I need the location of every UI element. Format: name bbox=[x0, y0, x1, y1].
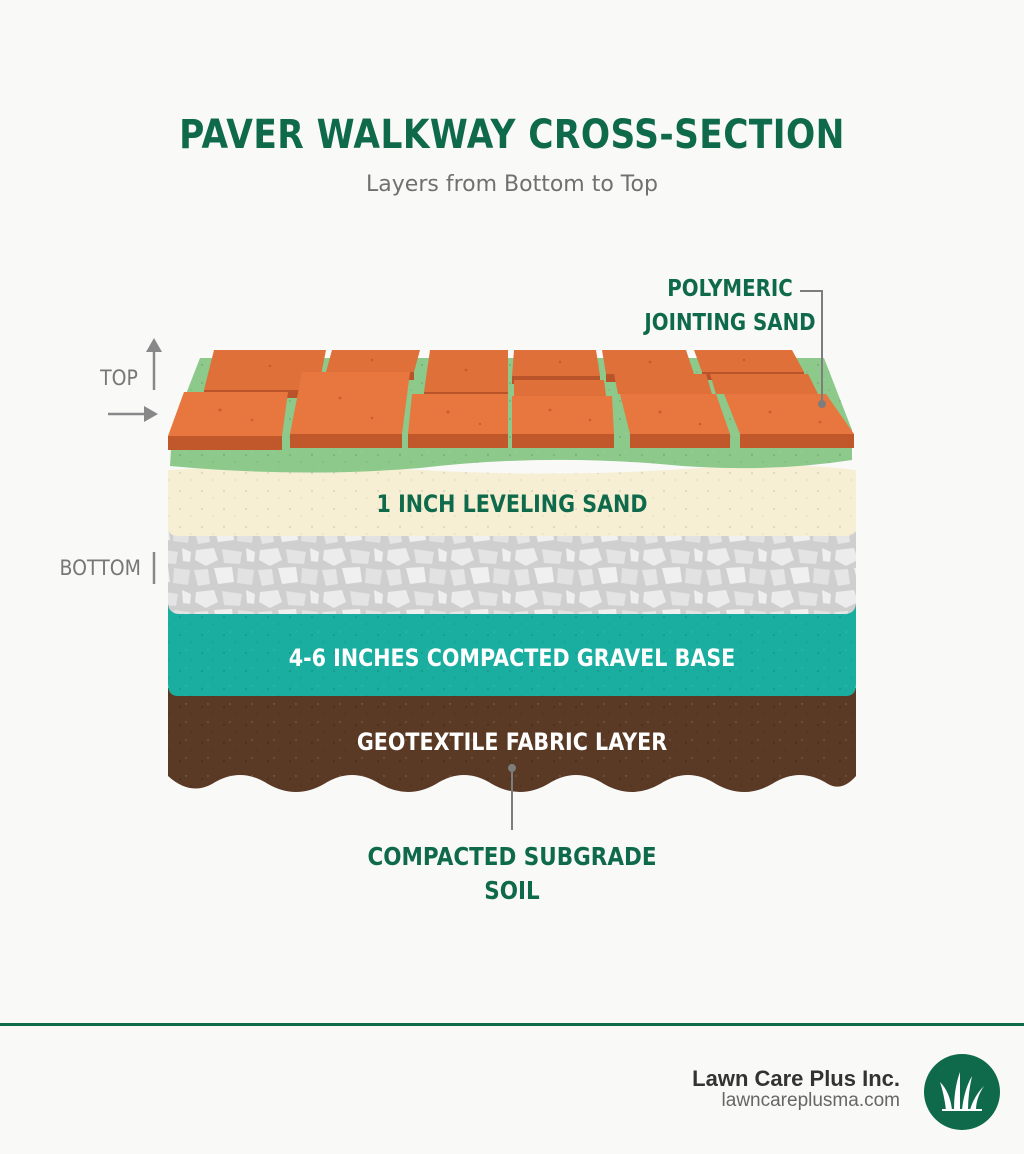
gravel-layer bbox=[168, 528, 856, 614]
company-website: lawncareplusma.com bbox=[721, 1090, 900, 1111]
leveling-sand-layer bbox=[168, 465, 856, 536]
page-title: PAVER WALKWAY CROSS-SECTION bbox=[179, 112, 845, 158]
polymeric-callout-line bbox=[800, 290, 826, 408]
fabric-layer bbox=[168, 604, 856, 696]
geotextile-fabric-label: GEOTEXTILE FABRIC LAYER bbox=[356, 728, 668, 756]
page-subtitle: Layers from Bottom to Top bbox=[366, 172, 658, 197]
paver-texture bbox=[218, 358, 822, 426]
pavers-front-row bbox=[168, 372, 854, 450]
footer-divider bbox=[0, 1023, 1024, 1026]
top-right-arrow-icon bbox=[108, 406, 158, 422]
company-name: Lawn Care Plus Inc. bbox=[692, 1066, 900, 1091]
gravel-base-label: 4-6 INCHES COMPACTED GRAVEL BASE bbox=[288, 644, 736, 672]
soil-layer bbox=[168, 688, 856, 792]
bottom-indicator-label: BOTTOM bbox=[59, 556, 141, 580]
subgrade-callout-line bbox=[508, 764, 516, 830]
grass-icon bbox=[924, 1054, 1000, 1130]
top-up-arrow-icon bbox=[146, 338, 162, 390]
leveling-sand-label: 1 INCH LEVELING SAND bbox=[376, 490, 648, 518]
top-indicator-label: TOP bbox=[100, 366, 138, 390]
